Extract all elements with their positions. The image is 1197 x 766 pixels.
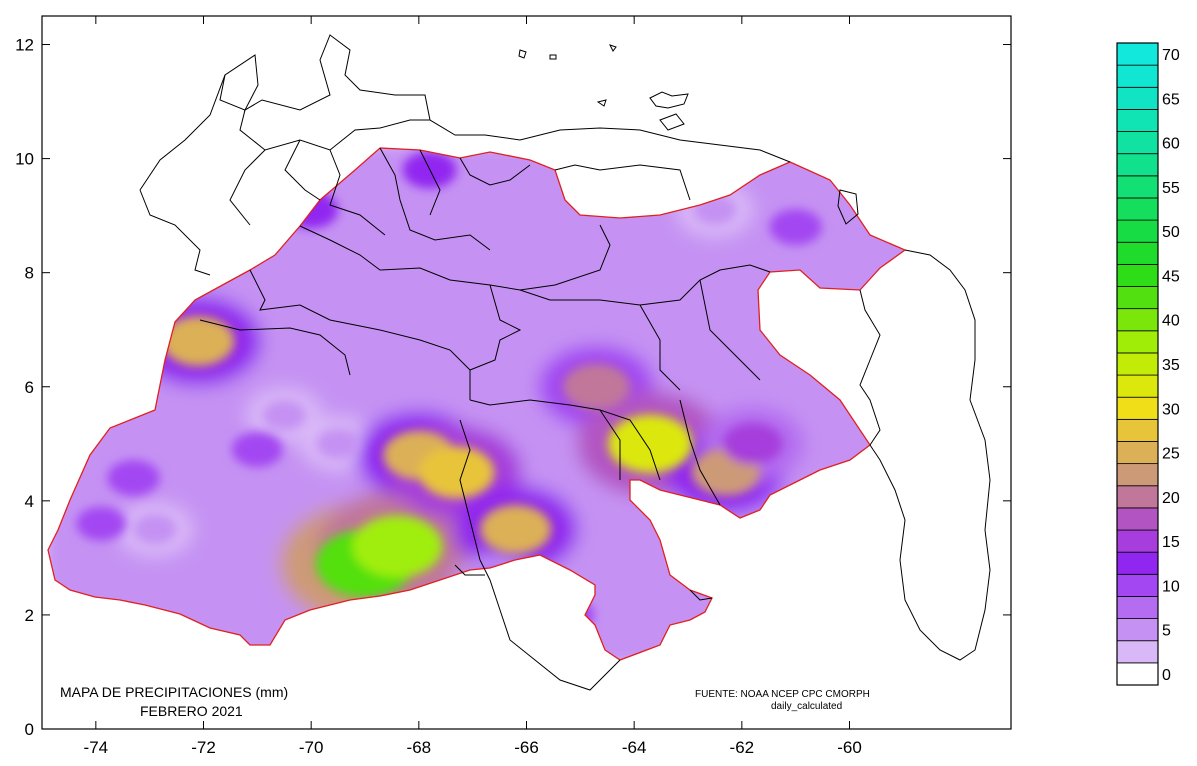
y-tick-label: 12 xyxy=(15,36,34,55)
legend-swatch xyxy=(1116,308,1159,332)
legend-label: 45 xyxy=(1162,268,1180,285)
legend-label: 0 xyxy=(1162,667,1171,684)
y-tick-label: 0 xyxy=(25,720,34,739)
legend-label: 70 xyxy=(1162,47,1180,64)
legend-swatch xyxy=(1116,418,1159,442)
legend-swatch xyxy=(1116,109,1159,132)
precip-cell xyxy=(722,423,783,465)
precip-cell xyxy=(563,363,630,410)
legend-swatch xyxy=(1116,131,1159,155)
legend-swatch xyxy=(1116,596,1159,619)
map-title-line1: MAPA DE PRECIPITACIONES (mm) xyxy=(60,684,288,700)
y-tick-label: 2 xyxy=(25,606,34,625)
legend-label: 40 xyxy=(1162,313,1180,330)
source-line2: daily_calculated xyxy=(771,701,842,712)
legend-swatch xyxy=(1116,396,1159,420)
y-axis: 0 2 4 6 8 10 12 xyxy=(15,36,1011,739)
legend-swatch xyxy=(1116,286,1159,310)
x-tick-label: -60 xyxy=(837,738,862,757)
legend-swatch xyxy=(1116,42,1159,66)
legend-label: 15 xyxy=(1162,534,1180,551)
legend-label: 55 xyxy=(1162,180,1180,197)
legend-swatch xyxy=(1116,485,1159,509)
precip-cell xyxy=(352,515,443,578)
legend-swatch xyxy=(1116,64,1159,88)
legend-swatch xyxy=(1116,529,1159,553)
x-tick-label: -66 xyxy=(514,738,539,757)
legend-swatch xyxy=(1116,352,1159,376)
legend-swatch xyxy=(1116,219,1159,243)
legend-swatch xyxy=(1116,374,1159,398)
x-tick-label: -70 xyxy=(299,738,324,757)
legend-frame xyxy=(1116,42,1159,686)
legend-swatch xyxy=(1116,86,1159,110)
legend-swatch xyxy=(1116,153,1159,177)
legend-swatch xyxy=(1116,197,1159,221)
venezuela-border xyxy=(47,147,907,661)
legend-swatch xyxy=(1116,441,1159,465)
legend-label: 35 xyxy=(1162,357,1180,374)
y-tick-label: 6 xyxy=(25,378,34,397)
precip-cell xyxy=(161,316,235,367)
legend-swatch xyxy=(1116,263,1159,287)
precip-cell xyxy=(262,400,307,431)
precip-cell xyxy=(231,431,283,468)
legend-label: 50 xyxy=(1162,224,1180,241)
legend-swatch xyxy=(1116,618,1159,642)
source-line1: FUENTE: NOAA NCEP CPC CMORPH xyxy=(695,689,870,700)
x-tick-label: -62 xyxy=(730,738,755,757)
legend-label: 20 xyxy=(1162,490,1180,507)
legend-label: 60 xyxy=(1162,136,1180,153)
precip-cell xyxy=(133,514,177,545)
precip-cell xyxy=(316,428,361,459)
legend-swatch xyxy=(1116,551,1159,575)
legend-label: 65 xyxy=(1162,91,1180,108)
legend-label: 5 xyxy=(1162,623,1171,640)
legend-swatch xyxy=(1116,507,1159,531)
y-tick-label: 8 xyxy=(25,264,34,283)
precip-cell xyxy=(107,459,160,497)
map-title-line2: FEBRERO 2021 xyxy=(140,703,243,719)
legend-swatch xyxy=(1116,241,1159,265)
legend-label: 30 xyxy=(1162,401,1180,418)
x-tick-label: -74 xyxy=(84,738,109,757)
legend-swatch xyxy=(1116,330,1159,354)
precip-cell xyxy=(608,414,693,473)
legend-label: 25 xyxy=(1162,446,1180,463)
legend-swatch xyxy=(1116,640,1159,664)
x-tick-label: -64 xyxy=(622,738,647,757)
legend-swatch xyxy=(1116,573,1159,597)
x-axis: -74 -72 -70 -68 -66 -64 -62 -60 xyxy=(84,16,862,757)
precip-cell xyxy=(769,209,822,246)
precip-cell xyxy=(480,504,552,554)
caribbean-islands xyxy=(518,44,859,225)
precip-cell xyxy=(76,506,127,541)
x-tick-label: -72 xyxy=(191,738,216,757)
x-tick-label: -68 xyxy=(407,738,432,757)
y-tick-label: 10 xyxy=(15,150,34,169)
legend-swatch xyxy=(1116,175,1159,199)
color-legend: 0 5 10 15 20 25 30 35 40 45 50 55 60 65 70 xyxy=(1116,42,1180,686)
legend-swatch xyxy=(1116,463,1159,487)
precip-cell xyxy=(418,446,495,499)
y-tick-label: 4 xyxy=(25,492,34,511)
legend-swatch xyxy=(1116,662,1159,686)
state-borders xyxy=(139,34,991,691)
legend-label: 10 xyxy=(1162,578,1180,595)
